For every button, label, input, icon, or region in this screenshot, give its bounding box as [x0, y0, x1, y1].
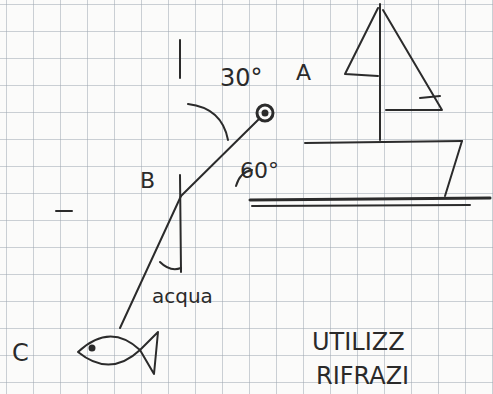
point-label: B — [140, 170, 155, 192]
fish-tail — [140, 332, 158, 374]
observer-dot — [263, 111, 268, 116]
angle-arc — [160, 262, 181, 269]
sail-mark — [420, 96, 440, 98]
medium-label: acqua — [152, 286, 213, 306]
mast — [379, 4, 381, 140]
fish-body — [78, 336, 140, 364]
point-label: A — [296, 62, 311, 84]
angle-label: 60° — [240, 160, 279, 182]
normal-line — [180, 175, 181, 272]
incident-ray — [181, 119, 259, 196]
note-text: RIFRAZI — [316, 364, 409, 388]
right-sail — [383, 10, 442, 110]
normal-line — [179, 40, 181, 78]
angle-label: 30° — [220, 66, 263, 90]
deck-line — [305, 141, 462, 143]
fish-eye — [90, 346, 95, 351]
surface-tick — [56, 210, 72, 212]
left-sail — [345, 8, 378, 76]
hull-bow — [445, 141, 462, 196]
hull-bottom — [250, 198, 490, 200]
refracted-ray — [120, 196, 181, 328]
angle-arc — [188, 104, 228, 140]
point-label: C — [12, 341, 29, 365]
note-text: UTILIZZ — [312, 330, 405, 354]
water-surface — [252, 205, 470, 206]
